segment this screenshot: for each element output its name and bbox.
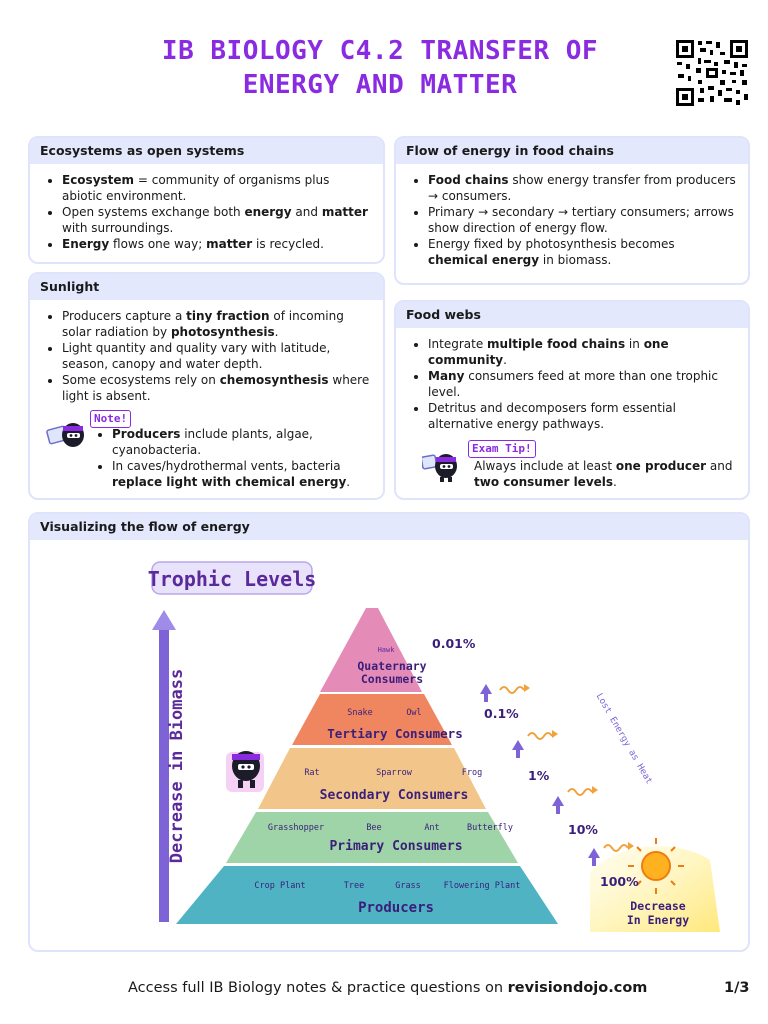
list-item: Energy flows one way; matter is recycled…	[62, 236, 373, 252]
energy-percent: 10%	[568, 822, 598, 837]
bullet-list: Integrate multiple food chains in one co…	[408, 336, 738, 432]
list-item: Energy fixed by photosynthesis becomes c…	[428, 236, 738, 268]
note-tag: Note!	[90, 410, 132, 428]
level-name: Secondary Consumers	[320, 788, 469, 803]
pyramid-layer-secondary	[258, 748, 486, 809]
organism-label: Bee	[366, 823, 381, 833]
card-visualizing: Visualizing the flow of energy Trophic L…	[28, 512, 750, 952]
arrow-up-icon	[152, 610, 176, 630]
list-item: Open systems exchange both energy and ma…	[62, 204, 373, 236]
bullet-list: Food chains show energy transfer from pr…	[408, 172, 738, 268]
level-name: Primary Consumers	[329, 839, 462, 854]
heat-wave-icon	[499, 686, 629, 852]
diagram-title-badge	[151, 561, 313, 595]
diagram-title: Trophic Levels	[148, 567, 317, 591]
energy-percent: 1%	[528, 768, 550, 783]
axis-label-biomass: Decrease in Biomass	[167, 669, 187, 863]
lost-energy-label: Lost Energy as Heat	[594, 692, 654, 786]
card-ecosystems: Ecosystems as open systems Ecosystem = c…	[28, 136, 385, 264]
card-heading: Flow of energy in food chains	[396, 138, 748, 164]
organism-label: Snake	[347, 708, 373, 718]
qr-code-icon[interactable]	[674, 38, 750, 108]
footer-text: Access full IB Biology notes & practice …	[128, 980, 648, 996]
list-item: Light quantity and quality vary with lat…	[62, 340, 373, 372]
organism-label: Grasshopper	[268, 823, 324, 833]
decrease-energy-label-1: Decrease	[630, 899, 685, 913]
pyramid-layer-tertiary	[292, 694, 452, 745]
list-item: Producers capture a tiny fraction of inc…	[62, 308, 373, 340]
list-item: Ecosystem = community of organisms plus …	[62, 172, 373, 204]
list-item: Some ecosystems rely on chemosynthesis w…	[62, 372, 373, 404]
card-food-webs: Food webs Integrate multiple food chains…	[394, 300, 750, 500]
organism-label: Owl	[406, 708, 421, 718]
energy-percent: 0.1%	[484, 706, 519, 721]
card-heading: Visualizing the flow of energy	[30, 514, 748, 540]
level-name: Tertiary Consumers	[327, 726, 462, 741]
organism-label: Flowering Plant	[444, 881, 521, 891]
decrease-energy-label-2: In Energy	[627, 913, 689, 927]
list-item: Primary → secondary → tertiary consumers…	[428, 204, 738, 236]
page-title-line-2: ENERGY AND MATTER	[242, 70, 518, 100]
organism-label: Rat	[304, 768, 319, 778]
list-item: In caves/hydrothermal vents, bacteria re…	[112, 458, 382, 490]
level-name: Producers	[358, 900, 434, 916]
ninja-mascot-icon	[46, 423, 84, 447]
arrow-up-icon	[480, 684, 600, 866]
footer-link[interactable]: revisiondojo.com	[507, 980, 648, 996]
organism-label: Grass	[395, 881, 421, 891]
energy-percent: 100%	[600, 874, 639, 889]
pyramid-layer-primary	[226, 812, 518, 863]
exam-tip-tag: Exam Tip!	[468, 440, 536, 458]
note-list: Producers include plants, algae, cyanoba…	[92, 426, 382, 490]
sun-icon	[628, 838, 684, 894]
page-title-line-1: IB BIOLOGY C4.2 TRANSFER OF	[161, 36, 599, 66]
bullet-list: Ecosystem = community of organisms plus …	[42, 172, 373, 252]
card-flow-of-energy: Flow of energy in food chains Food chain…	[394, 136, 750, 285]
ninja-mascot-icon	[226, 751, 264, 792]
level-name: Consumers	[361, 672, 423, 686]
page-title: IB BIOLOGY C4.2 TRANSFER OF ENERGY AND M…	[120, 34, 640, 102]
organism-label: Crop Plant	[254, 881, 305, 891]
card-heading: Sunlight	[30, 274, 383, 300]
list-item: Integrate multiple food chains in one co…	[428, 336, 738, 368]
ninja-mascot-icon	[422, 454, 457, 482]
organism-label: Sparrow	[376, 768, 413, 778]
trophic-pyramid-diagram: Trophic Levels Decrease in Biomass Hawk	[148, 561, 720, 932]
organism-label: Frog	[462, 768, 482, 778]
level-name: Quaternary	[357, 659, 426, 673]
organism-label: Tree	[344, 881, 364, 891]
pyramid-layer-quaternary	[320, 607, 422, 692]
bullet-list: Producers capture a tiny fraction of inc…	[42, 308, 373, 404]
card-sunlight: Sunlight Producers capture a tiny fracti…	[28, 272, 385, 500]
list-item: Producers include plants, algae, cyanoba…	[112, 426, 382, 458]
organism-label: Butterfly	[467, 823, 513, 833]
list-item: Food chains show energy transfer from pr…	[428, 172, 738, 204]
list-item: Detritus and decomposers form essential …	[428, 400, 738, 432]
list-item: Many consumers feed at more than one tro…	[428, 368, 738, 400]
card-heading: Food webs	[396, 302, 748, 328]
energy-percent: 0.01%	[432, 636, 476, 651]
card-heading: Ecosystems as open systems	[30, 138, 383, 164]
exam-tip-text: Always include at least one producer and…	[474, 459, 733, 489]
organism-label: Hawk	[378, 646, 396, 654]
pyramid-layer-producers	[176, 866, 558, 924]
page-number: 1/3	[724, 980, 750, 996]
organism-label: Ant	[424, 823, 439, 833]
